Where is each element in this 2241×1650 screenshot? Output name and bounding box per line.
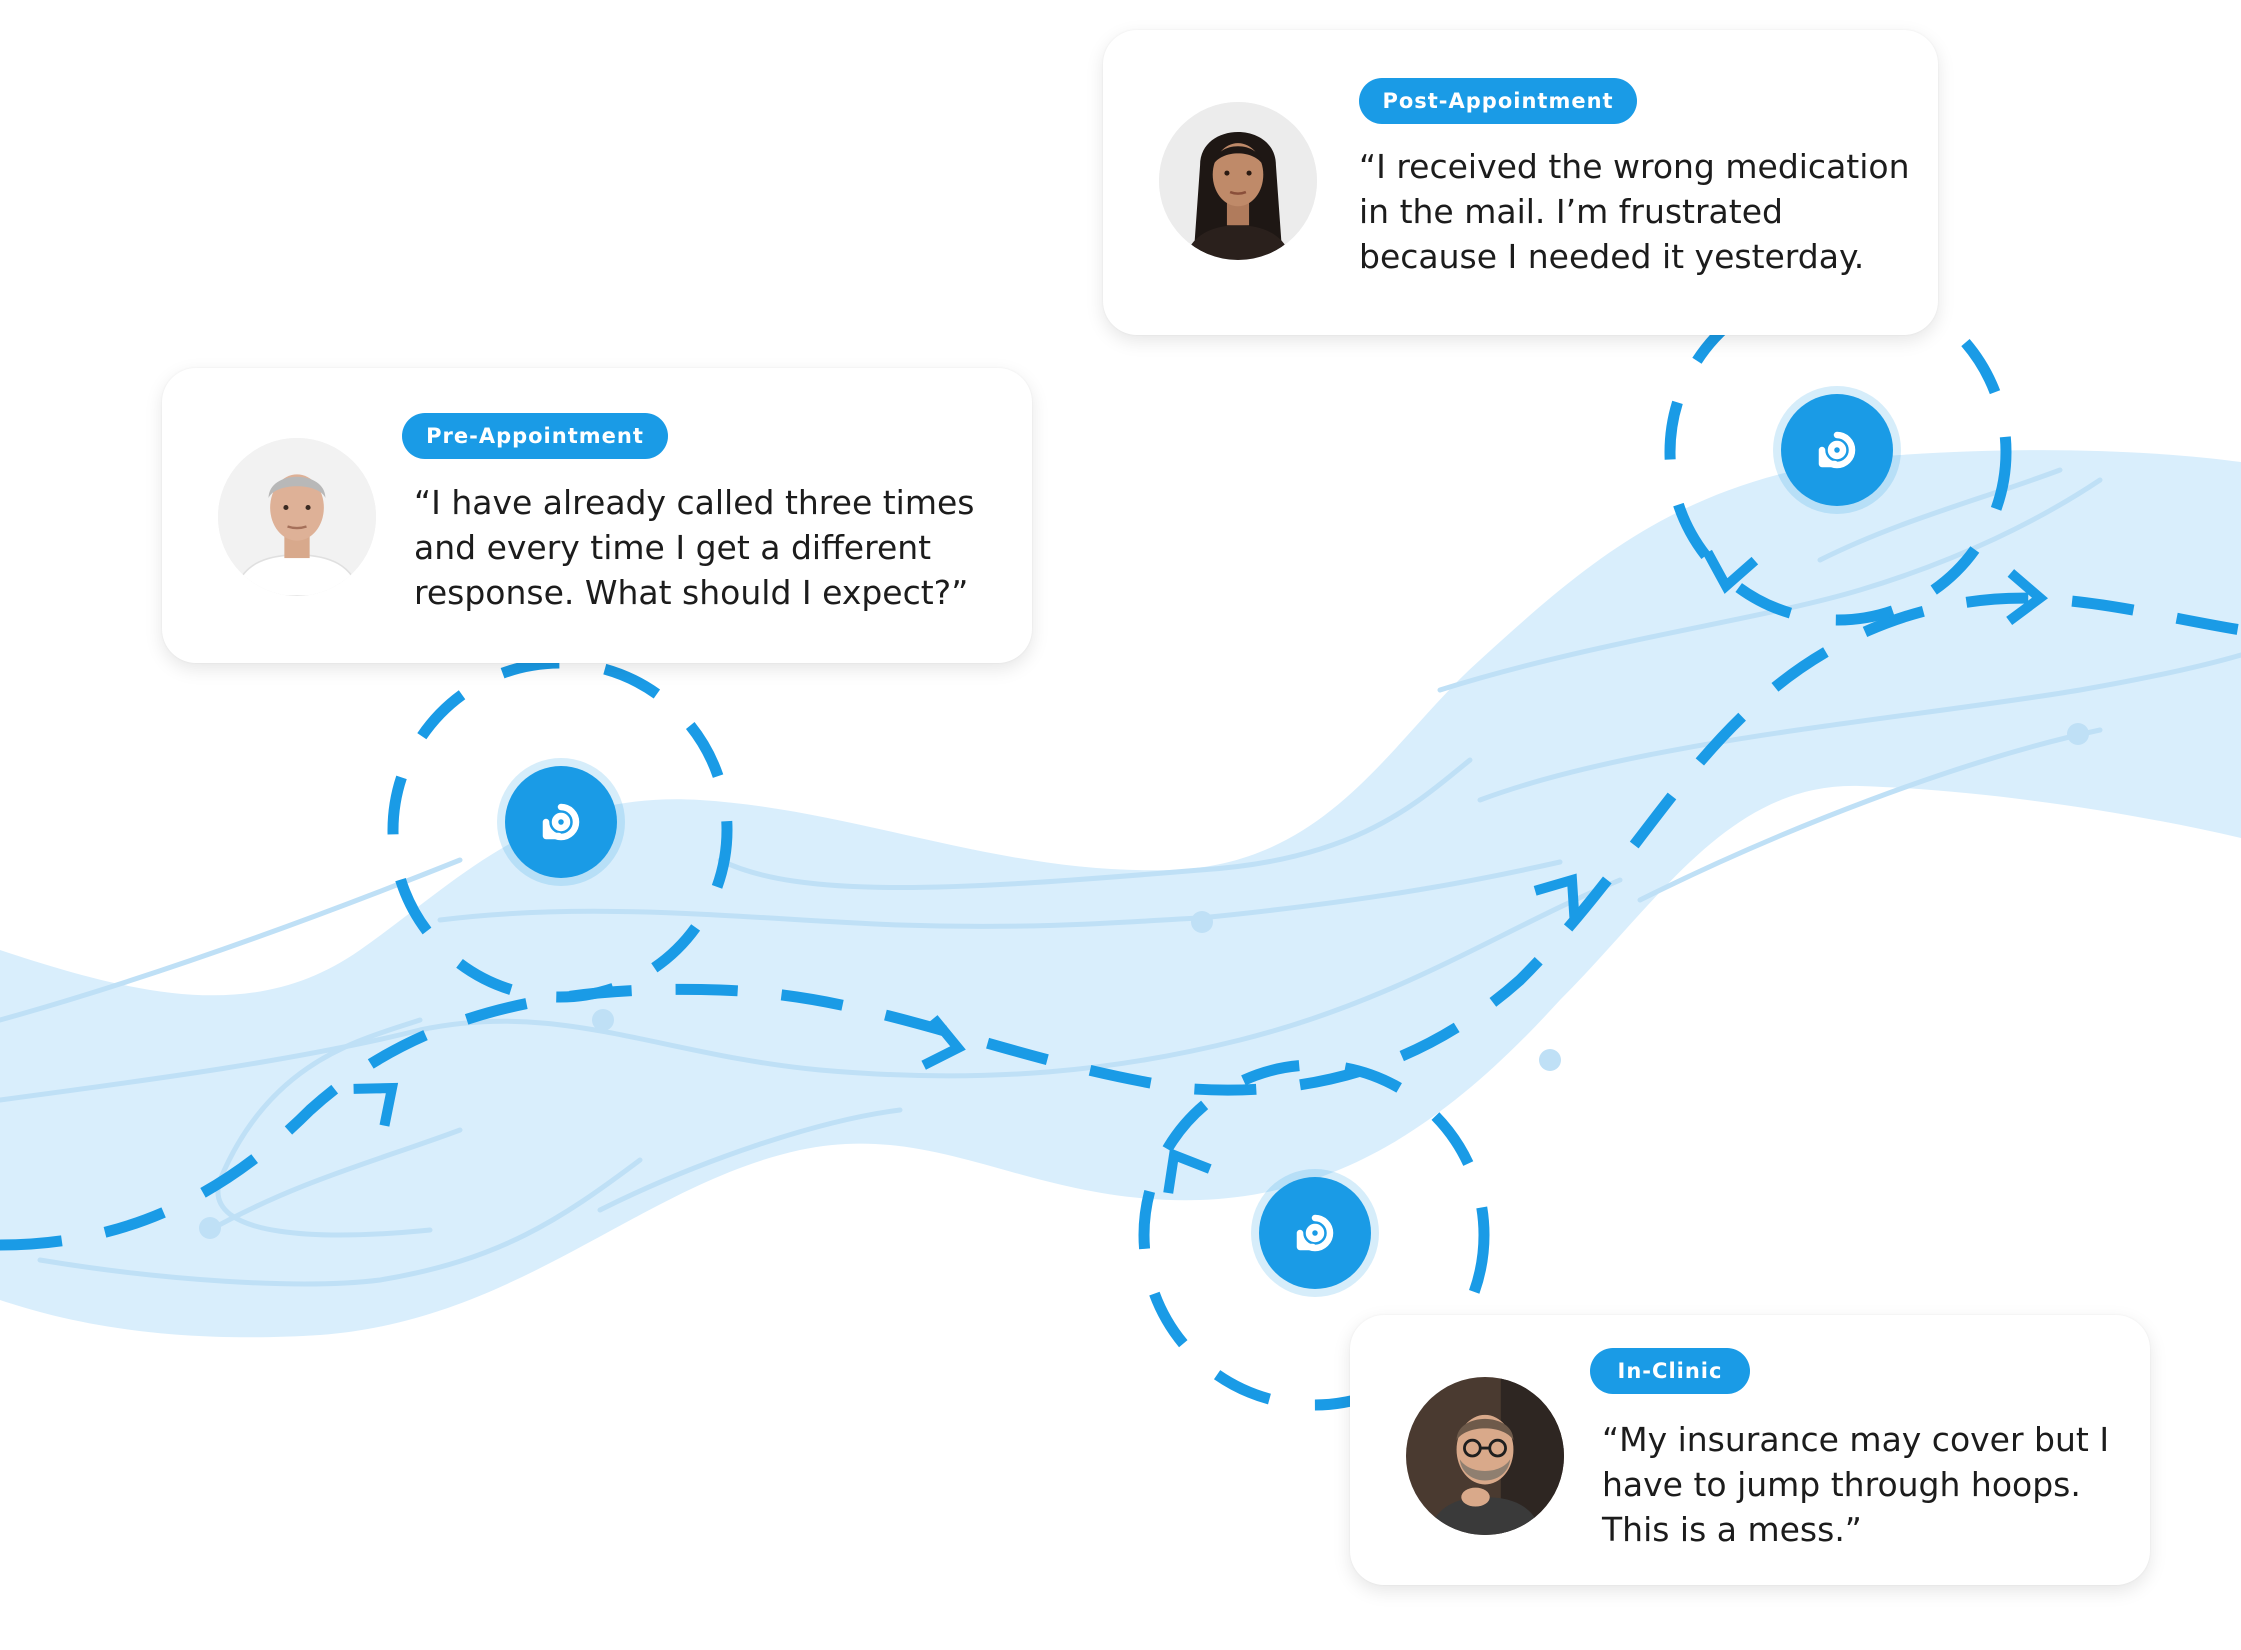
river-contour-dots <box>199 723 2089 1239</box>
quote-line: “I have already called three times <box>414 483 975 522</box>
loop-circle-post <box>1664 278 2012 626</box>
loop-circle-pre <box>387 657 733 1003</box>
quote-line: response. What should I expect?” <box>414 573 969 612</box>
quote-line: in the mail. I’m frustrated <box>1359 192 1783 231</box>
stage-quote: “I received the wrong medication in the … <box>1359 144 1910 279</box>
stage-quote: “My insurance may cover but I have to ju… <box>1602 1417 2109 1552</box>
young-woman-avatar <box>1159 102 1317 260</box>
older-man-avatar <box>218 438 376 596</box>
river-contour-lines <box>0 467 2241 1287</box>
quote-line: “My insurance may cover but I <box>1602 1420 2110 1459</box>
stage-badge: Post-Appointment <box>1359 78 1637 124</box>
stage-card-post: Post-Appointment “I received the wrong m… <box>1103 30 1938 335</box>
stage-marker-post[interactable] <box>1773 386 1901 514</box>
stage-marker-clinic[interactable] <box>1251 1169 1379 1297</box>
stage-marker-pre[interactable] <box>497 758 625 886</box>
journey-river <box>0 450 2241 1338</box>
stage-badge: Pre-Appointment <box>402 413 668 459</box>
bearded-man-avatar <box>1406 1377 1564 1535</box>
loop-circle-clinic <box>1138 1059 1490 1411</box>
quote-line: “I received the wrong medication <box>1359 147 1910 186</box>
stage-card-pre: Pre-Appointment “I have already called t… <box>162 368 1032 663</box>
quote-line: This is a mess.” <box>1602 1510 1862 1549</box>
quote-line: and every time I get a different <box>414 528 932 567</box>
quote-line: because I needed it yesterday. <box>1359 237 1865 276</box>
stage-quote: “I have already called three times and e… <box>414 480 974 615</box>
quote-line: have to jump through hoops. <box>1602 1465 2081 1504</box>
stage-card-clinic: In-Clinic “My insurance may cover but I … <box>1350 1315 2150 1585</box>
stage-badge: In-Clinic <box>1590 1348 1750 1394</box>
